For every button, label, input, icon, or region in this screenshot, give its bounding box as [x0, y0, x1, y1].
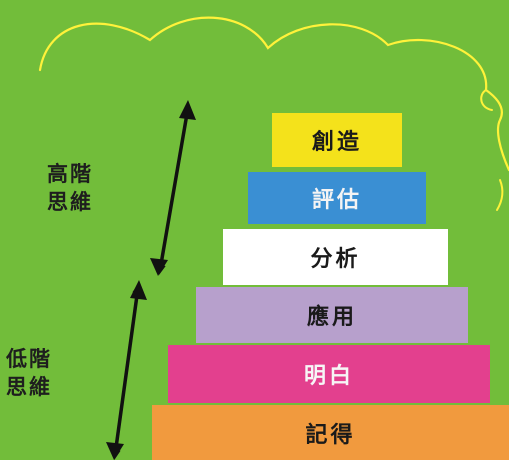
low-order-thinking-label: 低階 思維 [6, 345, 52, 401]
high-order-thinking-label: 高階 思維 [47, 160, 93, 216]
tier-remember: 記得 [152, 405, 509, 460]
high-thinking-arrow [155, 103, 193, 275]
tier-understand: 明白 [168, 345, 490, 403]
low-label-line1: 低階 [6, 347, 52, 371]
low-thinking-arrow [110, 283, 143, 460]
tier-analyze: 分析 [223, 229, 448, 285]
tier-create: 創造 [272, 113, 402, 167]
low-label-line2: 思維 [6, 375, 52, 399]
tier-apply: 應用 [196, 287, 468, 343]
high-label-line2: 思維 [47, 190, 93, 214]
high-label-line1: 高階 [47, 162, 93, 186]
tier-evaluate: 評估 [248, 172, 426, 224]
